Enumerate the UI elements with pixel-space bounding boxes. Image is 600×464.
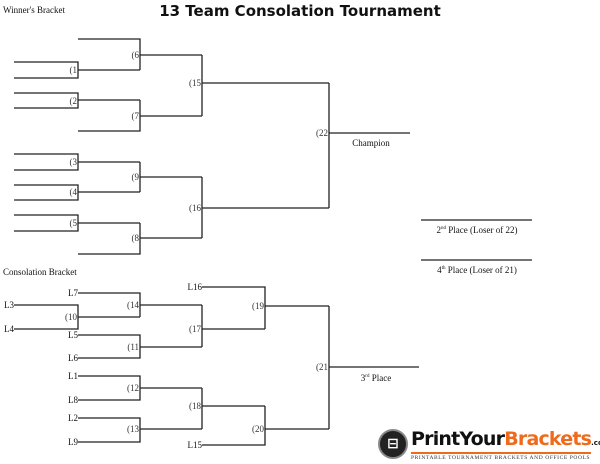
loser-label-L16: L16 — [187, 282, 203, 292]
loser-label-L3: L3 — [4, 300, 14, 310]
game-label-14: (14 — [127, 300, 139, 310]
winners-bracket-label: Winner's Bracket — [3, 5, 65, 15]
game-17-lines — [201, 305, 265, 347]
game-label-20: (20 — [252, 424, 264, 434]
logo-wordmark: PrintYourBrackets.com — [411, 427, 600, 455]
game-label-17: (17 — [189, 324, 201, 334]
game-1-lines — [14, 61, 140, 79]
game-label-9: (9 — [131, 172, 140, 182]
game-22-lines — [328, 83, 410, 208]
game-21-lines — [328, 306, 419, 429]
game-2-lines — [14, 92, 140, 109]
game-12-lines — [78, 375, 202, 401]
game-20-lines — [202, 406, 329, 446]
game-19-lines — [202, 286, 329, 329]
loser-label-L4: L4 — [4, 324, 14, 334]
game-13-lines — [78, 417, 202, 443]
logo-suffix: .com — [591, 439, 600, 447]
game-14-lines — [78, 292, 202, 317]
game-label-18: (18 — [189, 401, 201, 411]
loser-label-L15: L15 — [187, 440, 203, 450]
game-8-lines — [78, 223, 202, 255]
game-label-1: (1 — [69, 65, 78, 75]
logo-tagline: PRINTABLE TOURNAMENT BRACKETS AND OFFICE… — [411, 452, 591, 462]
game-5-lines — [14, 214, 140, 232]
game-18-lines — [201, 388, 265, 429]
game-15-lines — [201, 55, 329, 116]
loser-label-L6: L6 — [68, 353, 78, 363]
game-16-lines — [201, 177, 329, 238]
loser-label-L9: L9 — [68, 437, 78, 447]
third-place-label: 3rd Place — [360, 373, 392, 383]
game-10-lines — [14, 304, 140, 330]
game-3-lines — [14, 153, 140, 171]
loser-label-L2: L2 — [68, 413, 78, 423]
game-label-22: (22 — [316, 128, 328, 138]
game-label-12: (12 — [127, 383, 139, 393]
game-9-lines — [139, 162, 202, 192]
game-label-15: (15 — [189, 78, 201, 88]
loser-label-L8: L8 — [68, 395, 78, 405]
second-place-label: 2nd Place (Loser of 22) — [436, 225, 518, 235]
game-label-13: (13 — [127, 424, 139, 434]
page-title: 13 Team Consolation Tournament — [159, 2, 441, 20]
consolation-bracket-label: Consolation Bracket — [3, 267, 77, 277]
game-label-2: (2 — [69, 96, 78, 106]
game-label-7: (7 — [131, 111, 140, 121]
game-label-8: (8 — [131, 233, 140, 243]
fourth-place-label: 4th Place (Loser of 21) — [437, 265, 517, 275]
game-label-21: (21 — [316, 362, 328, 372]
loser-label-L1: L1 — [68, 371, 78, 381]
champion-label: Champion — [352, 138, 390, 148]
loser-label-L5: L5 — [68, 330, 78, 340]
game-7-lines — [78, 100, 202, 132]
loser-label-L7: L7 — [68, 288, 78, 298]
game-4-lines — [14, 184, 140, 201]
bracket-logo-icon: ⊟ — [378, 429, 408, 459]
game-label-10: (10 — [65, 312, 77, 322]
game-label-11: (11 — [127, 342, 139, 352]
game-label-4: (4 — [69, 187, 78, 197]
game-label-6: (6 — [131, 50, 140, 60]
printyourbrackets-logo: ⊟ PrintYourBrackets.com PRINTABLE TOURNA… — [378, 427, 600, 463]
game-label-5: (5 — [69, 218, 78, 228]
game-label-16: (16 — [189, 203, 201, 213]
game-11-lines — [78, 334, 202, 359]
game-label-3: (3 — [69, 157, 78, 167]
game-label-19: (19 — [252, 301, 264, 311]
game-6-lines — [78, 38, 202, 70]
